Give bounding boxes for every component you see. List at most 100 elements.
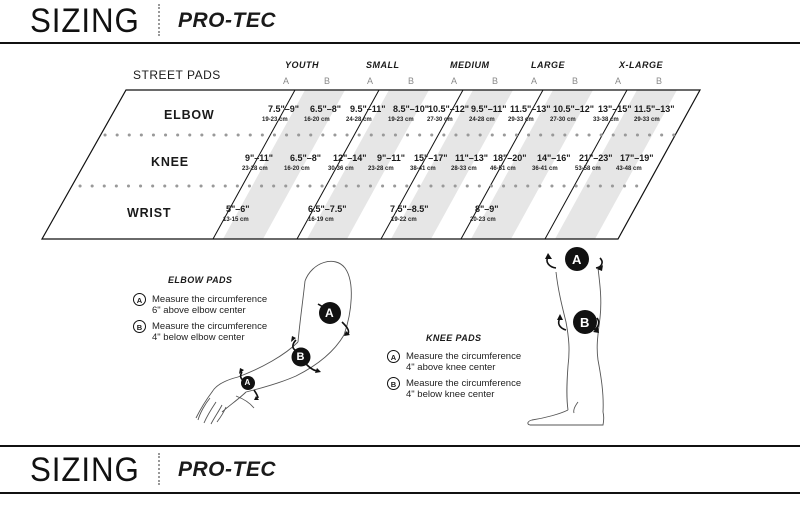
knee-instr-b-line1: Measure the circumference — [406, 378, 522, 389]
size-xlarge: X-LARGE — [619, 60, 663, 70]
small-a: A — [367, 76, 374, 86]
size-small: SMALL — [366, 60, 400, 70]
table-cell: 9.5"–11" — [471, 104, 507, 114]
table-cell-cm: 29-33 cm — [634, 117, 660, 123]
table-cell: 14"–16" — [537, 153, 571, 163]
table-cell: 7.5"–9" — [268, 104, 300, 114]
large-b: B — [572, 76, 579, 86]
medium-a: A — [451, 76, 458, 86]
table-cell-cm: 19-23 cm — [388, 117, 414, 123]
knee-instr-a-line1: Measure the circumference — [406, 351, 522, 362]
table-cell: 6.5"–7.5" — [308, 204, 347, 214]
arm-badge-a-small — [241, 376, 255, 390]
table-cell-cm: 16-19 cm — [308, 217, 334, 223]
knee-instr-b-line2: 4" below knee center — [406, 389, 495, 400]
table-cell-cm: 27-30 cm — [427, 117, 453, 123]
header: SIZING PRO-TEC — [0, 0, 800, 40]
size-large: LARGE — [531, 60, 565, 70]
table-cell-cm: 24-28 cm — [346, 117, 372, 123]
header-rule — [0, 42, 800, 44]
elbow-pads-title: ELBOW PADS — [168, 275, 233, 285]
elbow-instr-a-line2: 6" above elbow center — [152, 305, 246, 316]
xlarge-b: B — [656, 76, 663, 86]
elbow-instr-b-line2: 4" below elbow center — [152, 332, 245, 343]
arm-label-b: B — [296, 351, 305, 363]
table-cell: 7.5"–8.5" — [390, 204, 429, 214]
youth-b: B — [324, 76, 331, 86]
table-cell-cm: 38-41 cm — [410, 166, 436, 172]
table-cell: 17"–19" — [620, 153, 654, 163]
table-cell-cm: 19-23 cm — [262, 117, 288, 123]
table-cell: 9"–11" — [377, 153, 406, 163]
table-cell: 10.5"–12" — [553, 104, 595, 114]
table-cell-cm: 36-41 cm — [532, 166, 558, 172]
table-cell: 8.5"–10" — [393, 104, 430, 114]
table-cell: 10.5"–12" — [428, 104, 470, 114]
table-cell: 8"–9" — [475, 204, 499, 214]
table-cell: 5"–6" — [226, 204, 250, 214]
leg-label-a: A — [572, 252, 582, 267]
large-a: A — [531, 76, 538, 86]
row-label-wrist: WRIST — [127, 206, 172, 220]
footer-rule — [0, 445, 800, 447]
knee-instr-a-line2: 4" above knee center — [406, 362, 496, 373]
table-cell-cm: 33-38 cm — [593, 117, 619, 123]
medium-b: B — [492, 76, 499, 86]
leg-label-b: B — [580, 315, 590, 330]
youth-a: A — [283, 76, 290, 86]
table-cell: 11.5"–13" — [634, 104, 675, 114]
table-cell: 9"–11" — [245, 153, 274, 163]
table-cell: 18"–20" — [493, 153, 527, 163]
table-cell-cm: 43-48 cm — [616, 166, 642, 172]
elbow-badge-a: A — [133, 293, 146, 306]
elbow-badge-b: B — [133, 320, 146, 333]
footer-bottom-rule — [0, 492, 800, 494]
header-logo: PRO-TEC — [178, 9, 276, 32]
street-pads-label: STREET PADS — [133, 68, 221, 82]
table-cell-cm: 27-30 cm — [550, 117, 576, 123]
table-cell-cm: 19-22 cm — [391, 217, 417, 223]
footer-logo: PRO-TEC — [178, 458, 276, 481]
arm-badge-b — [291, 347, 311, 367]
table-cell-cm: 30-36 cm — [328, 166, 354, 172]
table-cell-cm: 29-33 cm — [508, 117, 534, 123]
table-cell-cm: 23-28 cm — [242, 166, 268, 172]
table-cell: 12"–14" — [333, 153, 367, 163]
size-medium: MEDIUM — [450, 60, 490, 70]
table-cell: 11"–13" — [455, 153, 489, 163]
leg-badge-b — [573, 310, 597, 334]
knee-badge-b: B — [387, 377, 400, 390]
table-cell-cm: 16-20 cm — [304, 117, 330, 123]
table-cell-cm: 24-28 cm — [469, 117, 495, 123]
table-cell: 9.5"–11" — [350, 104, 386, 114]
arm-badge-a-large — [319, 302, 341, 324]
row-label-knee: KNEE — [151, 155, 189, 169]
row-label-elbow: ELBOW — [164, 108, 215, 122]
footer-title: SIZING — [30, 451, 140, 489]
small-b: B — [408, 76, 415, 86]
table-cell-cm: 20-23 cm — [470, 217, 496, 223]
elbow-instr-a-line1: Measure the circumference — [152, 294, 268, 305]
knee-pads-title: KNEE PADS — [426, 333, 482, 343]
table-cell: 21"–23" — [579, 153, 613, 163]
table-cell-cm: 46-51 cm — [490, 166, 516, 172]
size-youth: YOUTH — [285, 60, 319, 70]
table-cell-cm: 28-33 cm — [451, 166, 477, 172]
table-cell: 6.5"–8" — [290, 153, 322, 163]
table-cell: 6.5"–8" — [310, 104, 342, 114]
arm-label-a-large: A — [325, 306, 334, 320]
elbow-instr-b-line1: Measure the circumference — [152, 321, 268, 332]
knee-badge-a: A — [387, 350, 400, 363]
xlarge-a: A — [615, 76, 622, 86]
arm-label-a-small: A — [244, 378, 251, 387]
table-cell: 13"–15" — [598, 104, 632, 114]
table-cell: 15"–17" — [414, 153, 448, 163]
footer: SIZING PRO-TEC — [0, 449, 800, 489]
header-title: SIZING — [30, 2, 140, 40]
leg-badge-a — [565, 247, 589, 271]
table-cell: 11.5"–13" — [510, 104, 551, 114]
table-cell-cm: 16-20 cm — [284, 166, 310, 172]
